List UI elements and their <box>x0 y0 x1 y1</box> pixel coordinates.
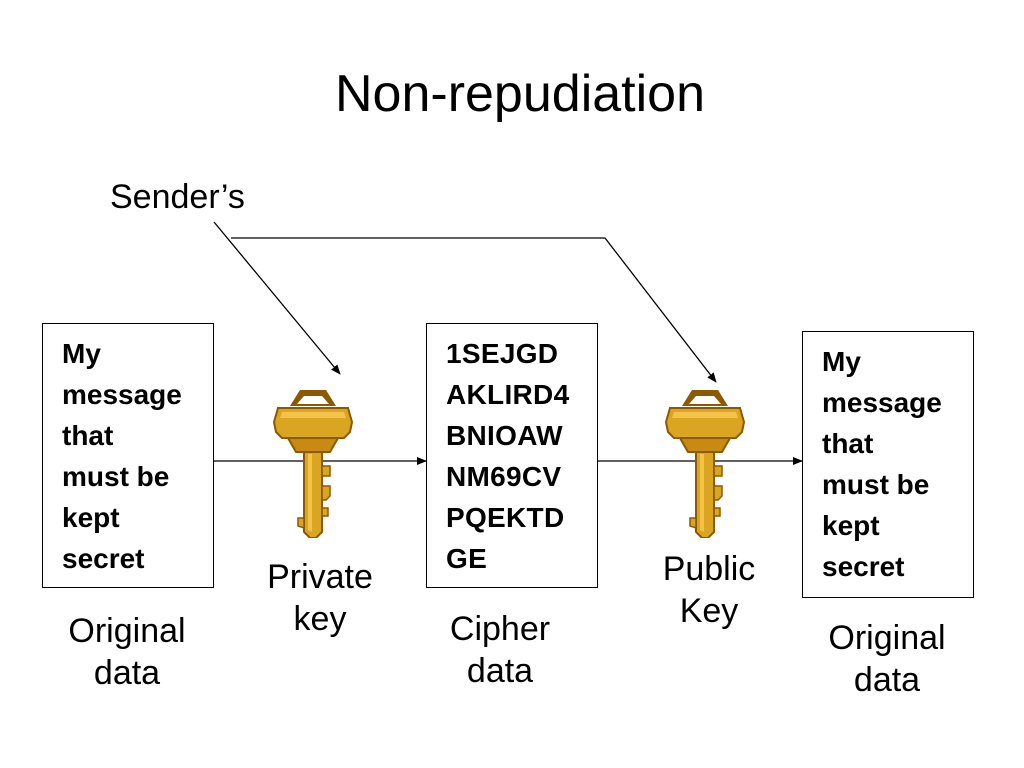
sender-arrow-to-private-key <box>213 221 341 375</box>
result-message-text: My message that must be kept secret <box>822 346 942 582</box>
sender-label: Sender’s <box>110 178 245 216</box>
result-data-box <box>802 331 974 598</box>
public-key-caption: Public Key <box>662 550 756 630</box>
original-data-caption: Original data <box>68 612 186 692</box>
public-key-icon <box>664 382 746 543</box>
slide-title: Non-repudiation <box>334 65 706 123</box>
cipher-data-box <box>426 323 598 588</box>
private-key-caption: Private key <box>267 558 373 638</box>
sender-arrow-to-public-key <box>231 237 717 383</box>
original-message-text: My message that must be kept secret <box>62 338 182 574</box>
result-data-caption: Original data <box>828 619 946 699</box>
cipher-text: 1SEJGD AKLIRD4 BNIOAW NM69CV PQEKTD GE <box>446 338 570 574</box>
private-key-icon <box>272 382 354 543</box>
cipher-data-caption: Cipher data <box>449 610 551 690</box>
original-data-box <box>42 323 214 588</box>
